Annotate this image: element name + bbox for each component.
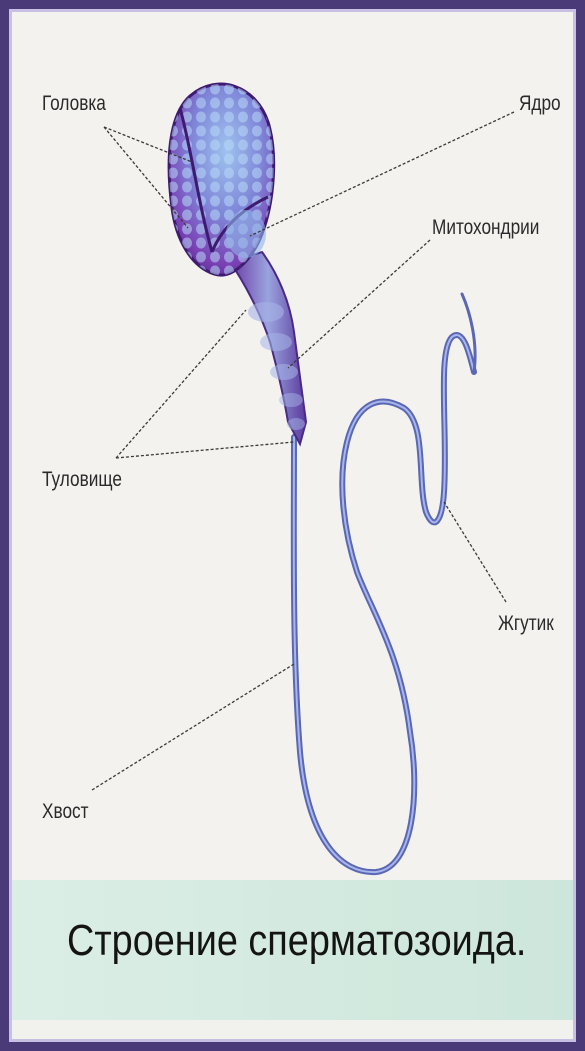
slide-content: Головка Ядро Митохондрии Туловище Жгутик… <box>9 9 576 1042</box>
midpiece-shape <box>230 252 306 444</box>
slide-caption: Строение сперматозоида. <box>67 916 526 966</box>
label-flagellum: Жгутик <box>498 612 554 636</box>
leader-lines <box>92 112 514 790</box>
label-tail: Хвост <box>42 800 89 824</box>
leader-tail <box>92 664 294 790</box>
leader-mitochondria <box>288 240 430 368</box>
leader-body-2 <box>116 442 294 458</box>
head-shape <box>169 84 274 275</box>
sperm-cell-diagram <box>12 12 576 880</box>
label-head: Головка <box>42 92 106 116</box>
label-nucleus: Ядро <box>519 92 561 116</box>
label-mitochondria: Митохондрии <box>432 216 539 240</box>
tail-shape <box>294 294 475 872</box>
bottom-strip <box>12 1020 576 1042</box>
leader-body-1 <box>116 310 246 458</box>
leader-flagellum <box>444 502 506 602</box>
label-body: Туловище <box>42 468 122 492</box>
